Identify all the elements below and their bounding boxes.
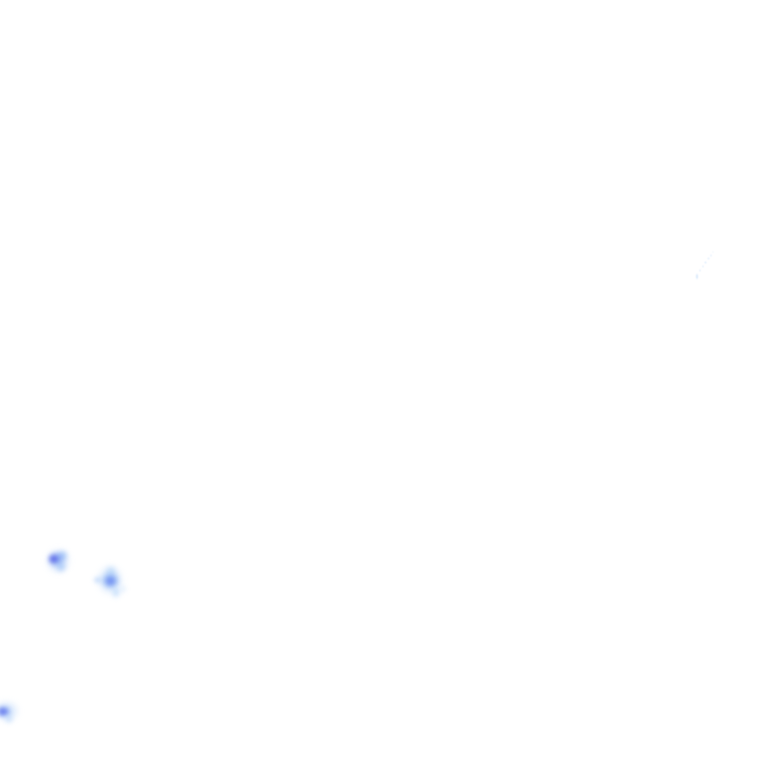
- ink-blob-c-mid: [0, 705, 12, 718]
- ink-blob-b-mid: [100, 571, 121, 590]
- ink-blob-a-right-lobe: [56, 549, 69, 562]
- ink-blob-b-right-wisp: [119, 584, 127, 594]
- ink-blob-b-top: [105, 565, 117, 577]
- streak-dot-1: [698, 269, 702, 272]
- streak-dot-4: [707, 257, 710, 260]
- ink-blob-a-bottom-tail: [55, 561, 67, 573]
- ink-blob-a-halo: [45, 548, 71, 574]
- ink-blob-b-core: [104, 575, 117, 587]
- ink-blob-b-left-nub: [93, 576, 102, 584]
- streak-dot-3: [704, 261, 707, 265]
- ink-blob-b-halo: [96, 564, 124, 596]
- ink-blob-c-tail: [4, 714, 14, 724]
- ink-blob-c-core: [0, 707, 9, 716]
- streak-dot-2: [701, 265, 704, 268]
- ink-blob-a-core: [48, 554, 59, 564]
- ink-blob-a-mid: [47, 551, 65, 567]
- streak-dash: [695, 272, 698, 280]
- streak-dot-5: [709, 253, 713, 257]
- ink-blob-b-bottom-tail: [111, 586, 121, 599]
- streak-dot-6: [711, 250, 714, 254]
- ink-blob-c-halo: [0, 700, 20, 722]
